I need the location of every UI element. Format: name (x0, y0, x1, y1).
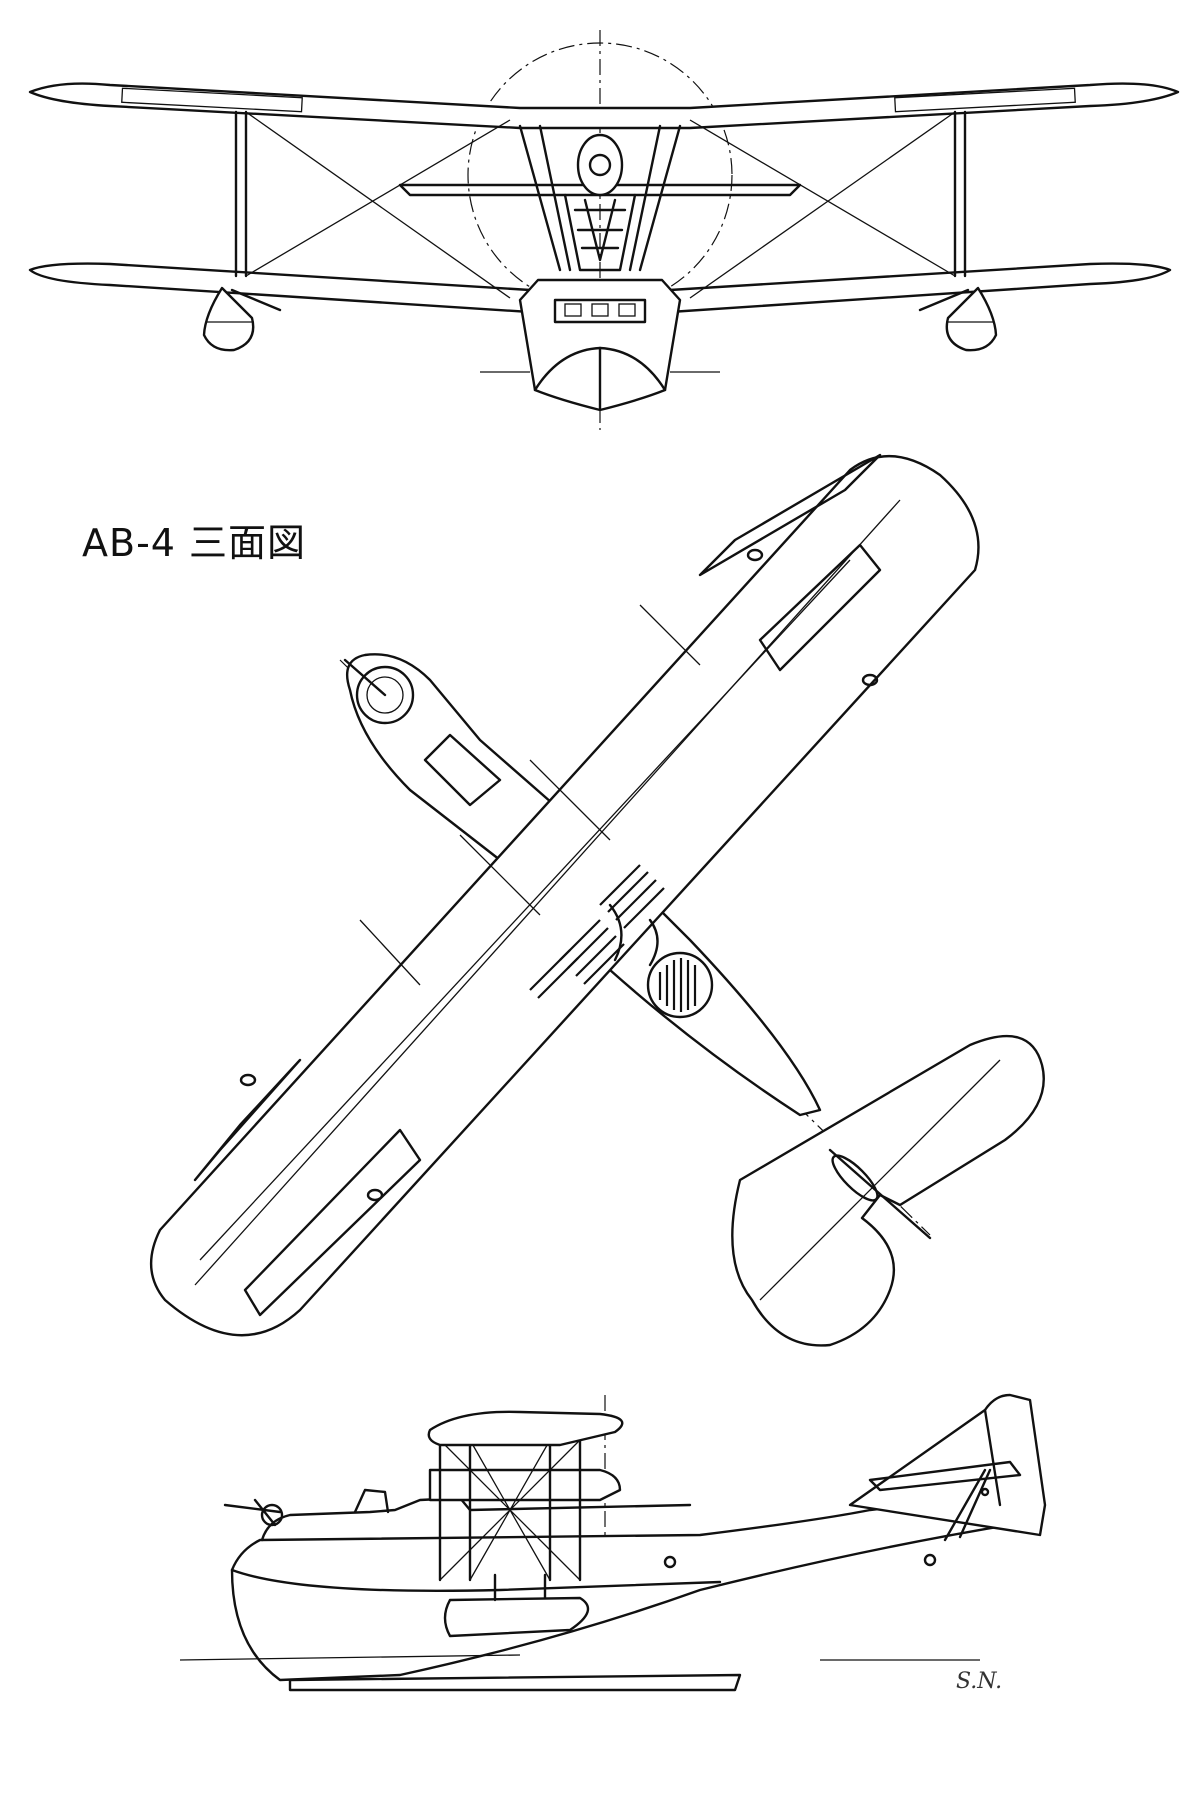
upper-wing-side (427, 1410, 624, 1447)
artist-signature: S.N. (956, 1669, 1003, 1694)
side-view (179, 1393, 1047, 1692)
front-view (28, 30, 1180, 430)
engine (576, 133, 624, 197)
plan-view (149, 453, 1045, 1347)
main-wing-plan (149, 454, 980, 1337)
float-side (443, 1596, 590, 1638)
upper-wing-front (28, 82, 1180, 130)
roundel-plan (646, 951, 714, 1019)
left-float-front (202, 286, 255, 352)
drawing-title: AB-4 三面図 (82, 521, 307, 565)
tail-plane (731, 1035, 1045, 1347)
right-float-front (945, 286, 998, 352)
tail-fin-side (848, 1393, 1047, 1537)
